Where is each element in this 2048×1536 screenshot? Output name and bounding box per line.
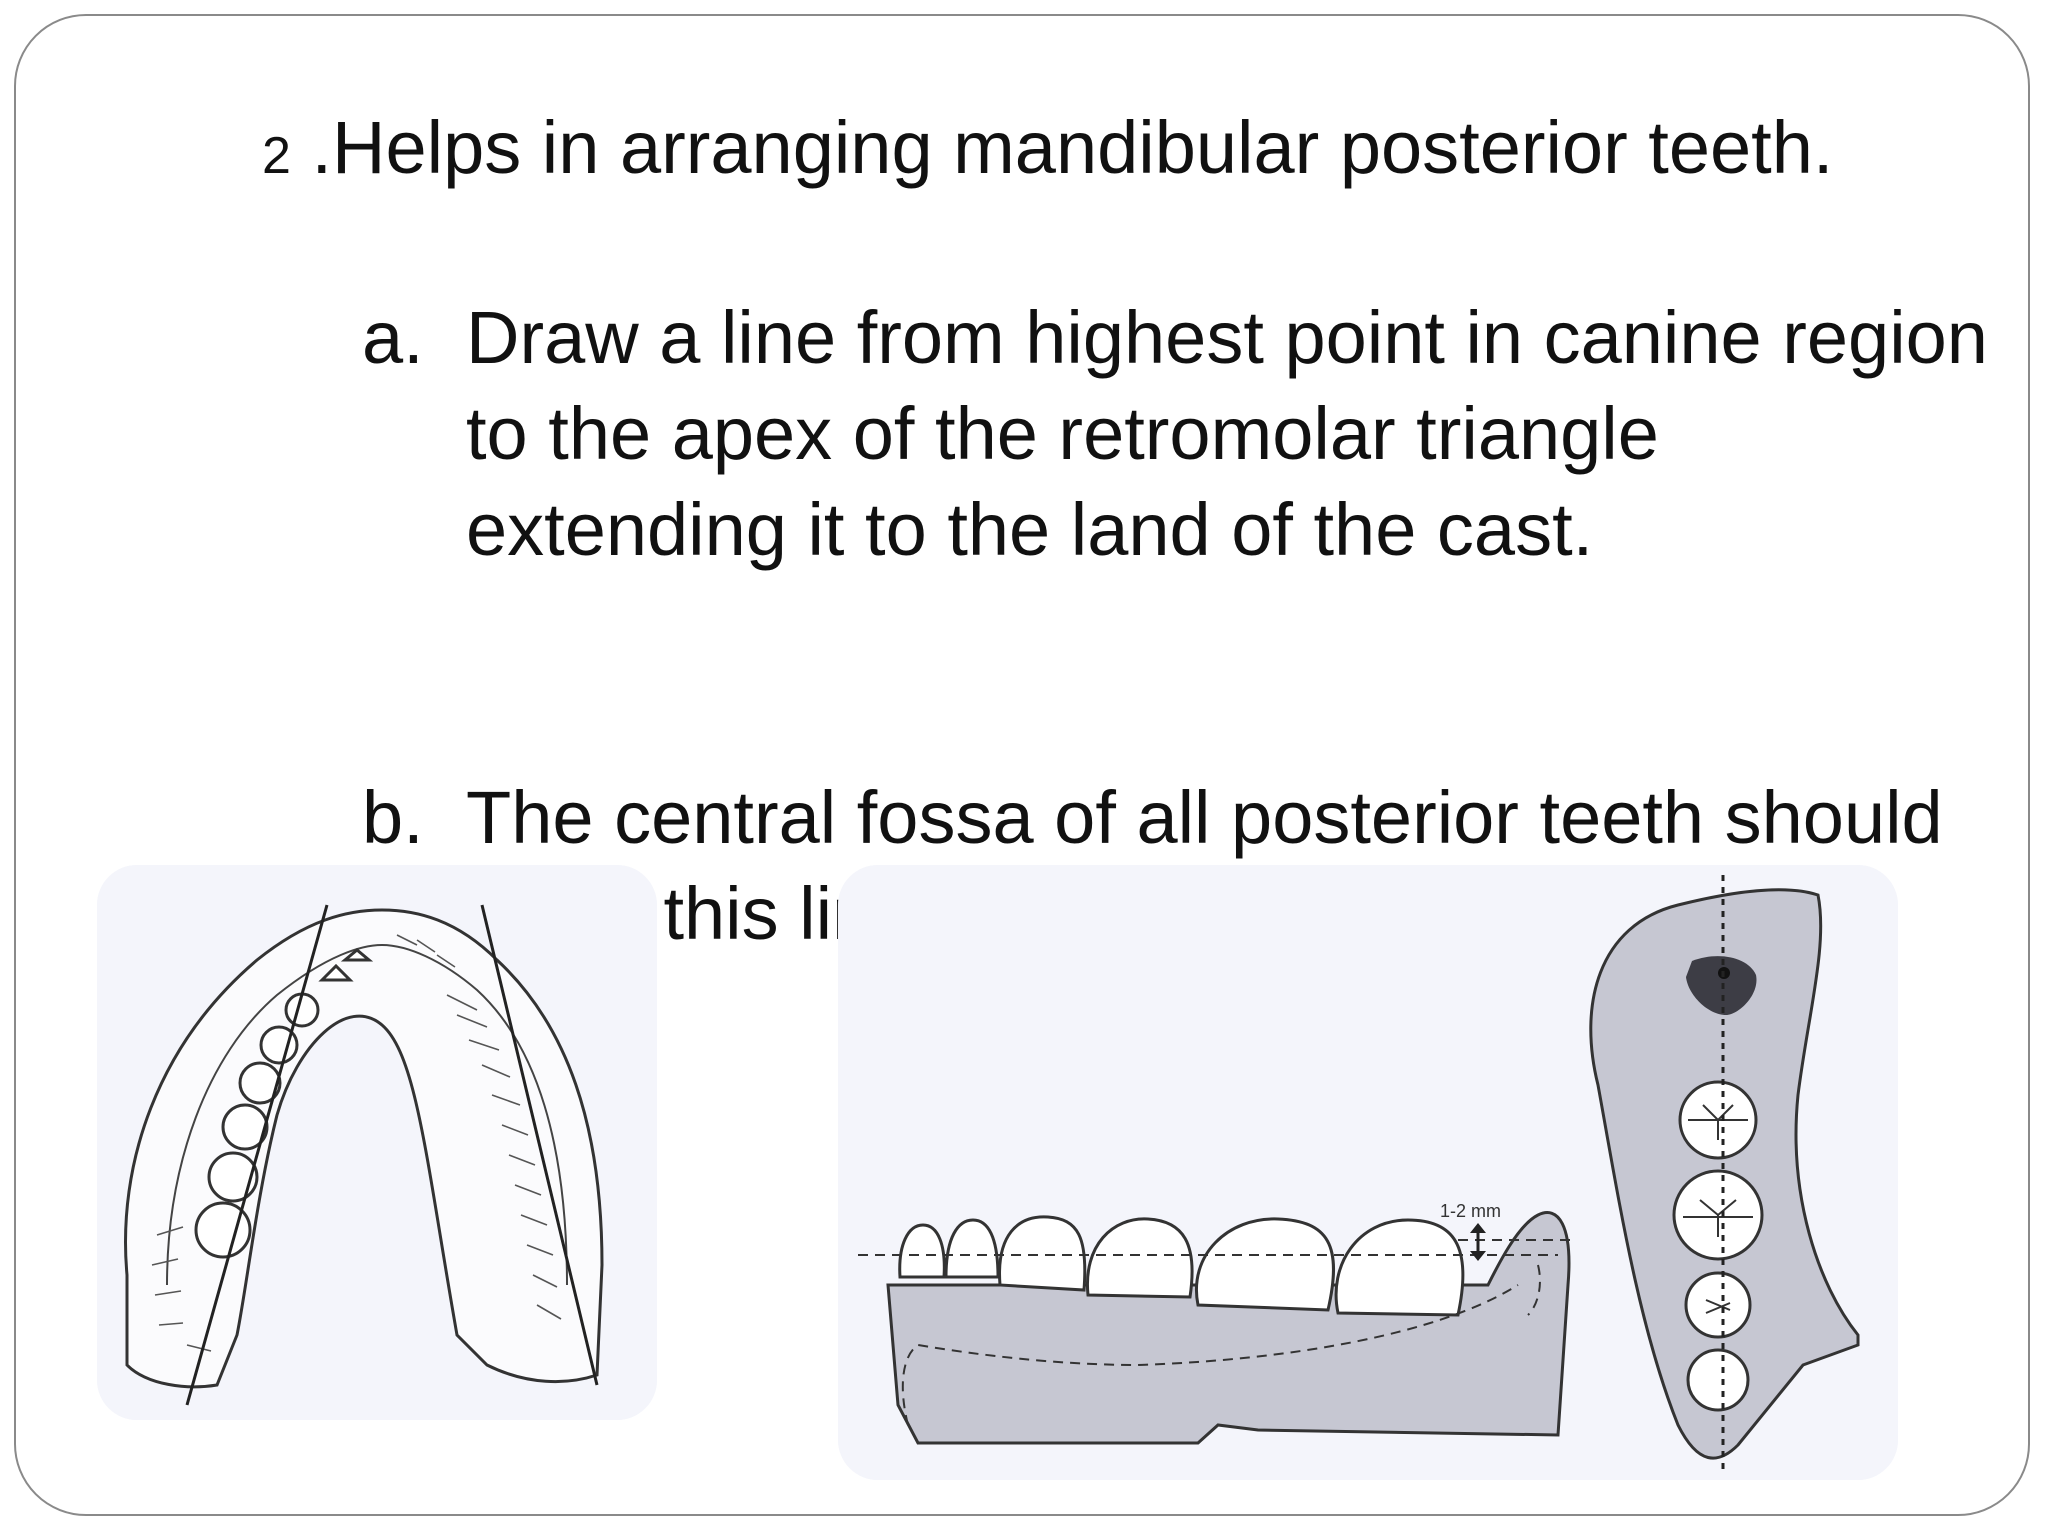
list-marker-b: b. bbox=[362, 776, 424, 859]
slide-heading: 2 .Helps in arranging mandibular posteri… bbox=[262, 100, 1902, 204]
heading-number: 2 bbox=[262, 127, 291, 185]
teeth-alignment-figure: 1-2 mm bbox=[838, 865, 1898, 1480]
measure-label: 1-2 mm bbox=[1440, 1201, 1501, 1221]
list-text-a: Draw a line from highest point in canine… bbox=[466, 296, 1988, 571]
list-marker-a: a. bbox=[362, 296, 424, 379]
teeth-alignment-drawing: 1-2 mm bbox=[838, 865, 1898, 1480]
mandibular-cast-figure bbox=[97, 865, 657, 1420]
heading-text: .Helps in arranging mandibular posterior… bbox=[290, 106, 1834, 189]
mandibular-cast-drawing bbox=[97, 865, 657, 1420]
